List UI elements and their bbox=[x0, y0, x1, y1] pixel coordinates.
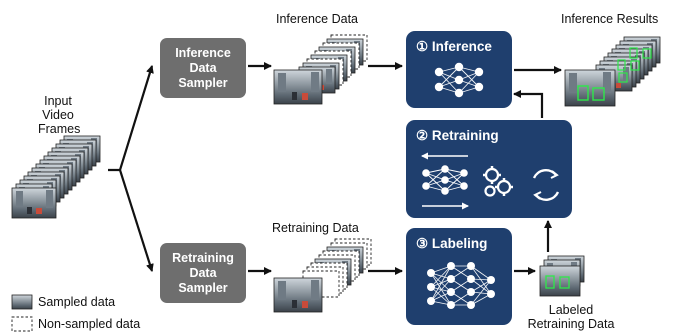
inference-sampler-line1: Inference bbox=[175, 45, 231, 60]
neural-network-icon bbox=[422, 165, 468, 195]
labeled-retraining-data-label: Labeled Retraining Data bbox=[516, 303, 626, 331]
retraining-stage: ② Retraining bbox=[406, 120, 572, 218]
legend-non-sampled-label: Non-sampled data bbox=[38, 317, 141, 331]
inference-data-sampler: Inference Data Sampler bbox=[160, 38, 246, 98]
labeled-label-line2: Retraining Data bbox=[527, 317, 615, 331]
inference-sampler-line2: Data bbox=[189, 60, 217, 75]
inference-stage-title: ① Inference bbox=[416, 39, 492, 54]
labeled-data-stack bbox=[539, 255, 585, 297]
inference-sampler-line3: Sampler bbox=[178, 75, 228, 90]
labeled-label-line1: Labeled bbox=[548, 303, 594, 317]
legend-sampled-label: Sampled data bbox=[38, 295, 116, 309]
inference-results-stack bbox=[564, 36, 661, 107]
input-label-line3: Frames bbox=[38, 122, 81, 136]
retraining-icons bbox=[421, 152, 560, 210]
input-frames-stack bbox=[11, 135, 101, 219]
input-label-line1: Input bbox=[44, 94, 72, 108]
sampler-output-arrows bbox=[248, 62, 272, 275]
neural-network-icon bbox=[434, 62, 484, 98]
labeling-stage-title: ③ Labeling bbox=[416, 236, 488, 251]
data-to-stage-arrows bbox=[368, 62, 562, 275]
input-label-line2: Video bbox=[42, 108, 74, 122]
legend-sampled-icon bbox=[11, 294, 33, 310]
retraining-data-sampler: Retraining Data Sampler bbox=[160, 243, 246, 303]
split-arrows bbox=[108, 65, 154, 272]
inference-data-stack bbox=[273, 34, 368, 105]
retraining-data-label: Retraining Data bbox=[272, 221, 359, 235]
labeling-stage: ③ Labeling bbox=[406, 228, 512, 325]
inference-stage: ① Inference bbox=[406, 31, 512, 108]
retraining-sampler-line3: Sampler bbox=[178, 280, 228, 295]
retraining-sampler-line2: Data bbox=[189, 265, 217, 280]
legend-non-sampled-icon bbox=[11, 316, 33, 332]
refresh-cycle-icon bbox=[532, 169, 560, 201]
input-frames-label: Input Video Frames bbox=[38, 94, 81, 136]
inference-data-label: Inference Data bbox=[276, 12, 358, 26]
gears-icon bbox=[483, 166, 513, 197]
retraining-sampler-line1: Retraining bbox=[172, 250, 234, 265]
inference-results-label: Inference Results bbox=[561, 12, 659, 26]
retraining-stage-title: ② Retraining bbox=[416, 128, 499, 143]
neural-network-icon bbox=[427, 262, 495, 309]
retraining-data-stack bbox=[273, 238, 372, 313]
